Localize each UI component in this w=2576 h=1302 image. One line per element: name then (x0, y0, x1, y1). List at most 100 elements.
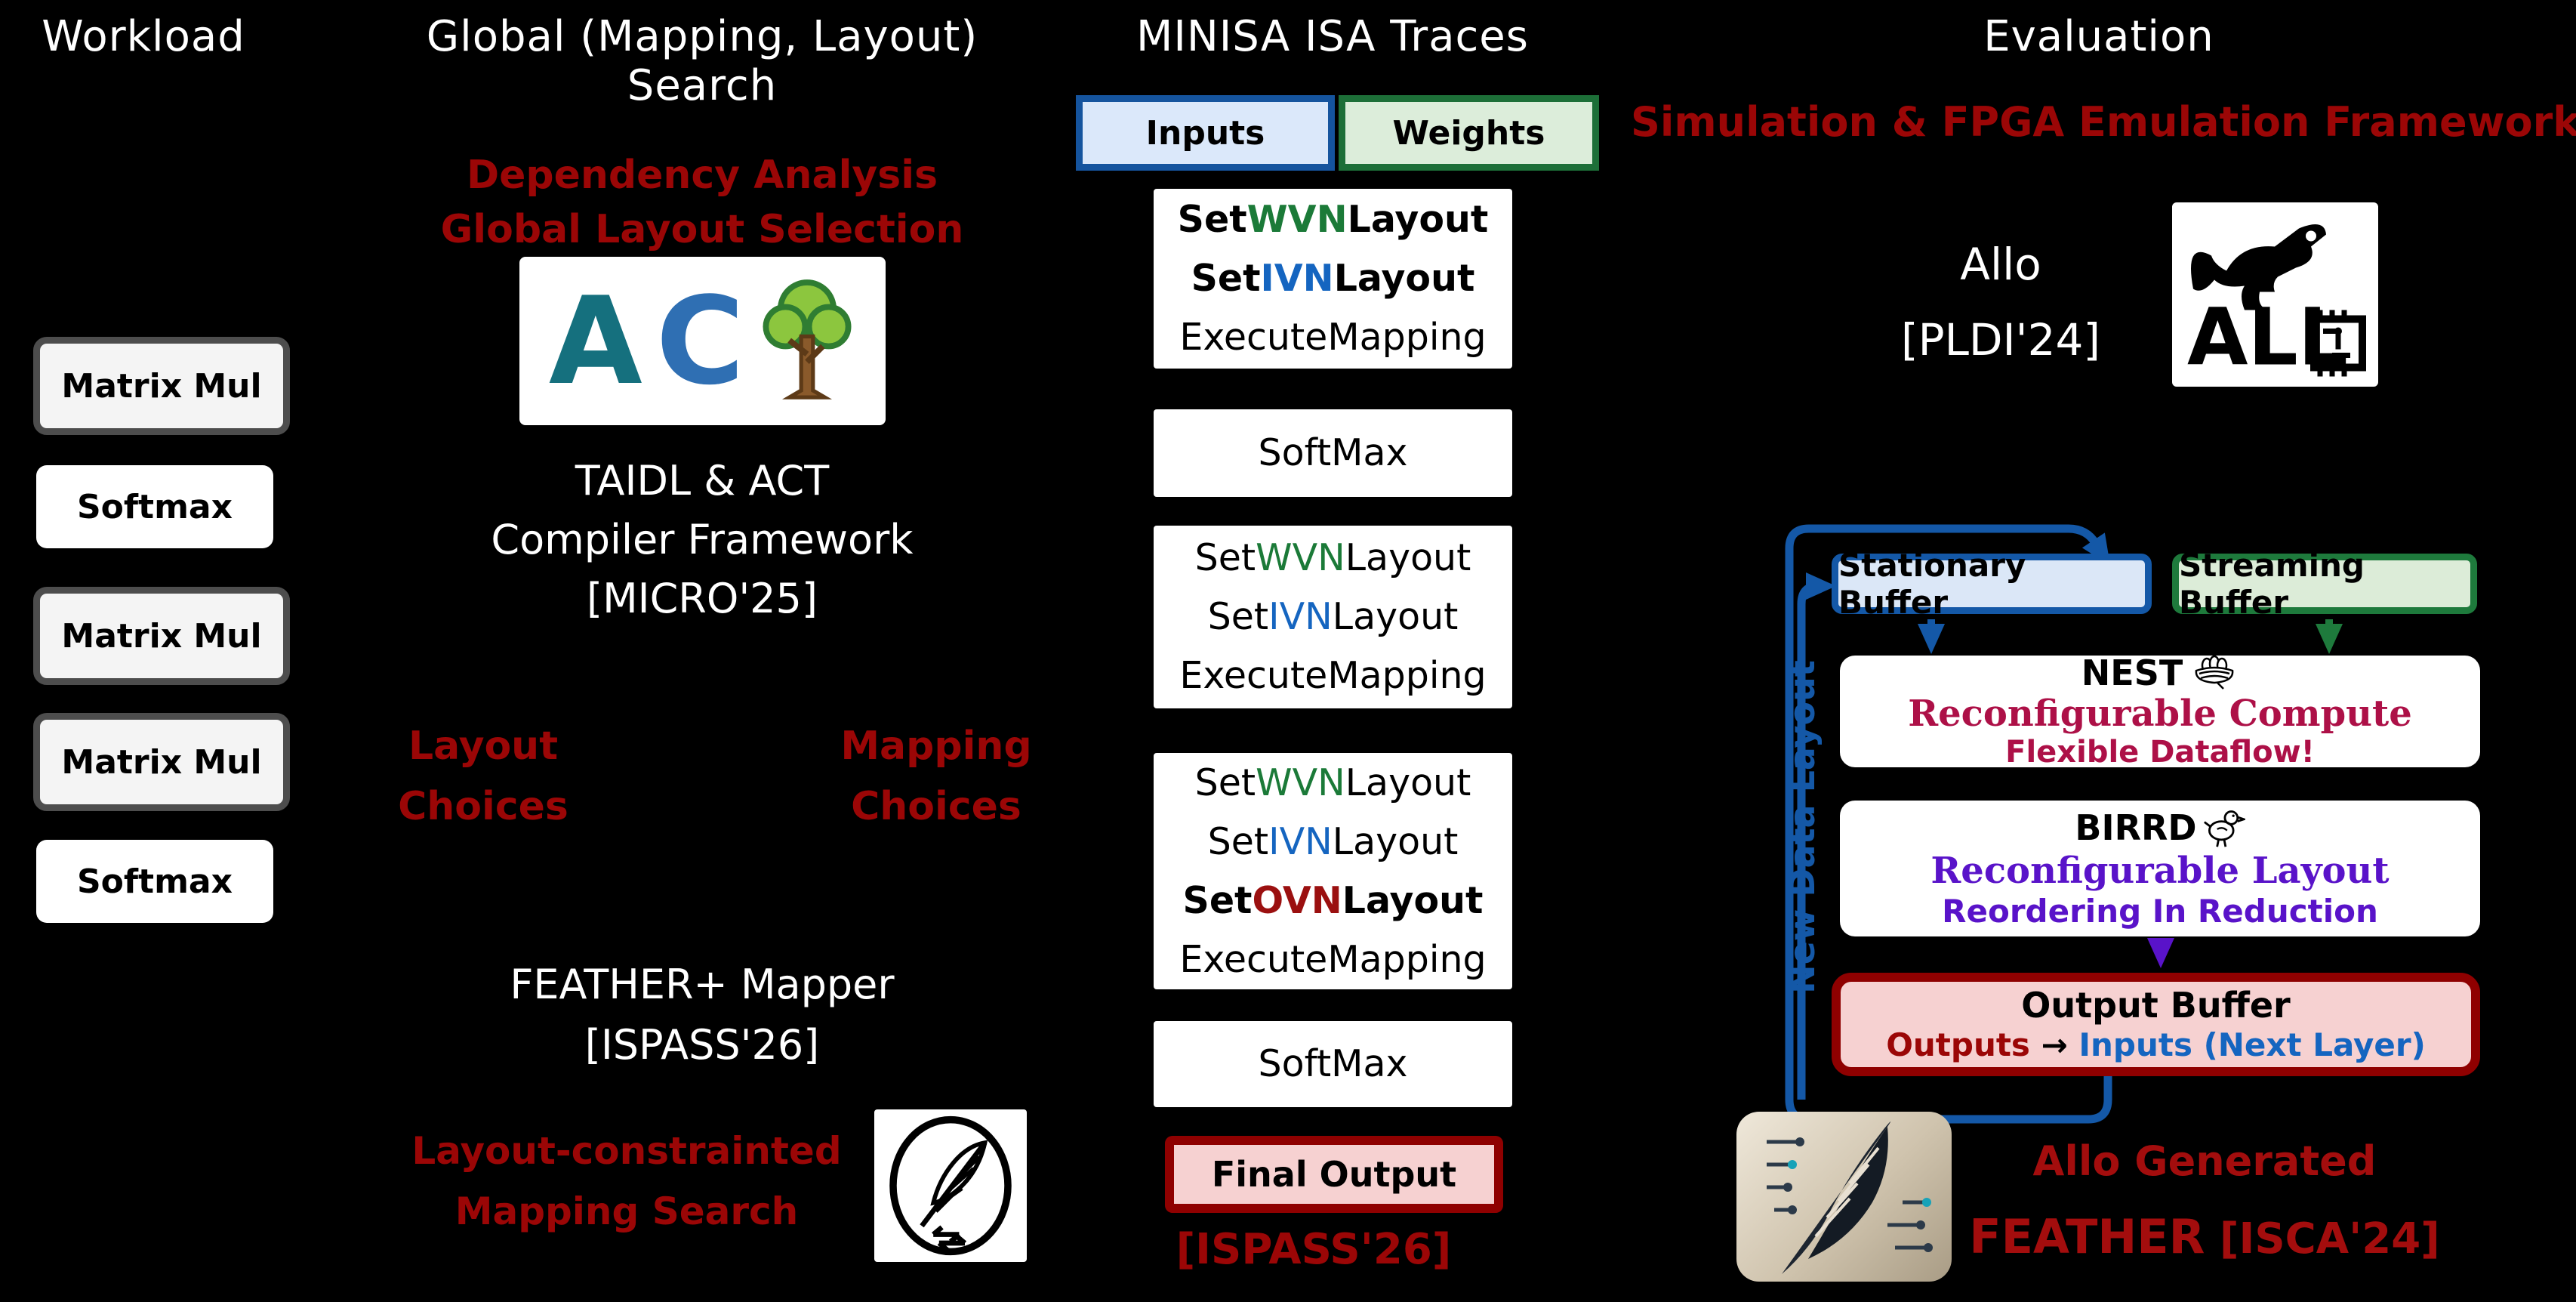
footer-isca-word: [ISCA'24] (2205, 1214, 2440, 1263)
streaming-buffer-label: Streaming Buffer (2179, 547, 2365, 621)
loop-to-stationary-arrow (1797, 572, 1836, 1100)
output-buffer-subtitle: Outputs → Inputs (Next Layer) (1886, 1026, 2426, 1065)
feather-mapper-icon (874, 1109, 1027, 1262)
workload-box-matrix-mul-3: Matrix Mul (33, 713, 290, 811)
evaluation-subtitle: Simulation & FPGA Emulation Framework (1631, 98, 2576, 146)
mapping-choices-line1: Mapping (840, 724, 1032, 769)
taidl-line1: TAIDL & ACT (575, 457, 830, 504)
final-output-box: Final Output (1165, 1136, 1503, 1213)
taidl-line3: [MICRO'25] (587, 575, 818, 622)
mapping-choices-text: Mapping Choices (815, 716, 1057, 837)
act-logo-gear-c-icon: C (655, 270, 745, 412)
trace-box-3: SetWVNLayout SetIVNLayout SetOVNLayout E… (1154, 753, 1512, 989)
act-logo-letter-a: A (548, 270, 642, 412)
nest-line1: Reconfigurable Compute (1908, 693, 2412, 735)
output-buffer-title: Output Buffer (2021, 984, 2291, 1026)
workload-box-label: Matrix Mul (61, 742, 262, 782)
workload-box-matrix-mul-1: Matrix Mul (33, 337, 290, 435)
workload-column-title: Workload (42, 12, 245, 61)
allo-line1: Allo (1960, 239, 2041, 290)
layout-choices-line1: Layout (408, 724, 559, 769)
allo-caption: Allo [PLDI'24] (1835, 227, 2167, 378)
feather-mapper-caption: FEATHER+ Mapper [ISPASS'26] (423, 955, 981, 1075)
feather-footer-caption: Allo Generated FEATHER [ISCA'24] (1963, 1137, 2446, 1275)
nest-icon (2195, 656, 2234, 690)
footer-line2: FEATHER [ISCA'24] (1963, 1211, 2446, 1275)
footer-line1: Allo Generated (2032, 1137, 2377, 1185)
workload-box-label: Softmax (76, 487, 233, 526)
trace2-line3: ExecuteMapping (1179, 654, 1487, 697)
stationary-buffer-label: Stationary Buffer (1838, 547, 2026, 621)
trace2-line2: SetIVNLayout (1207, 595, 1459, 638)
softmax2-label: SoftMax (1258, 1042, 1408, 1085)
softmax-box-2: SoftMax (1154, 1021, 1512, 1107)
workload-box-matrix-mul-2: Matrix Mul (33, 587, 290, 685)
dependency-line1: Dependency Analysis (466, 153, 938, 198)
bird-icon (2203, 810, 2245, 847)
inputs-box: Inputs (1076, 95, 1335, 171)
trace3-line1: SetWVNLayout (1194, 761, 1471, 804)
traces-column-title: MINISA ISA Traces (1136, 12, 1529, 61)
inputs-label: Inputs (1145, 113, 1265, 153)
trace3-line2: SetIVNLayout (1207, 819, 1459, 863)
feather-circle-icon (889, 1115, 1012, 1256)
weights-box: Weights (1339, 95, 1599, 171)
workload-box-label: Matrix Mul (61, 366, 262, 406)
loop-to-streaming-arrow (1785, 524, 2112, 1124)
trace3-line3: SetOVNLayout (1182, 878, 1484, 922)
workload-box-label: Matrix Mul (61, 616, 262, 656)
softmax-box-1: SoftMax (1154, 409, 1512, 497)
trace3-line4: ExecuteMapping (1179, 937, 1487, 981)
workload-box-label: Softmax (76, 862, 233, 901)
output-buffer-box: Output Buffer Outputs → Inputs (Next Lay… (1832, 973, 2480, 1076)
mapping-choices-line2: Choices (851, 784, 1021, 829)
taidl-act-caption: TAIDL & ACT Compiler Framework [MICRO'25… (423, 452, 981, 628)
layout-choices-line2: Choices (398, 784, 569, 829)
constraint-line2: Mapping Search (454, 1189, 799, 1233)
feedback-loop-arrows (1785, 524, 2343, 1124)
weights-label: Weights (1392, 113, 1545, 153)
birrd-title: BIRRD (2075, 807, 2197, 848)
mapper-line2: [ISPASS'26] (584, 1021, 820, 1069)
workload-box-softmax-2: Softmax (36, 840, 273, 923)
nest-title-row: NEST (2081, 653, 2239, 693)
streaming-buffer-box: Streaming Buffer (2172, 547, 2477, 621)
nest-title: NEST (2081, 653, 2183, 693)
evaluation-column-title: Evaluation (1983, 12, 2214, 61)
feather-chip-icon (1767, 1121, 1933, 1274)
softmax1-label: SoftMax (1258, 431, 1408, 474)
birrd-title-row: BIRRD (2075, 807, 2245, 849)
birrd-line2: Reordering In Reduction (1942, 893, 2378, 930)
taidl-line2: Compiler Framework (491, 516, 914, 563)
workload-box-softmax-1: Softmax (36, 465, 273, 548)
stationary-buffer-box: Stationary Buffer (1832, 547, 2152, 621)
birrd-line1: Reconfigurable Layout (1930, 850, 2390, 892)
allo-dino-icon: ALL (2187, 224, 2366, 380)
birrd-box: BIRRD Reconfigurable Layout Reordering I… (1840, 801, 2480, 936)
right-arrow-glyph: → (2041, 1026, 2068, 1063)
footer-feather-word: FEATHER (1969, 1209, 2205, 1264)
dependency-line2: Global Layout Selection (440, 207, 964, 252)
nest-box: NEST Reconfigurable Compute Flexible Dat… (1840, 653, 2480, 770)
inputs-next-layer-word: Inputs (Next Layer) (2078, 1026, 2426, 1063)
layout-choices-text: Layout Choices (362, 716, 604, 837)
search-column-title: Global (Mapping, Layout) Search (426, 12, 978, 110)
trace1-line3: ExecuteMapping (1179, 316, 1487, 359)
mapper-line1: FEATHER+ Mapper (510, 961, 895, 1008)
allo-logo: ALL (2172, 202, 2378, 387)
trace1-line1: SetWVNLayout (1177, 198, 1489, 241)
constraint-line1: Layout-constrainted (411, 1129, 842, 1173)
trace-box-1: SetWVNLayout SetIVNLayout ExecuteMapping (1154, 189, 1512, 369)
dependency-analysis-text: Dependency Analysis Global Layout Select… (423, 148, 981, 257)
feather-chip-logo (1736, 1112, 1952, 1282)
traces-citation: [ISPASS'26] (1176, 1225, 1452, 1274)
allo-line2: [PLDI'24] (1900, 314, 2101, 366)
new-data-layout-label: New Data Layout (1782, 660, 1823, 994)
outputs-word: Outputs (1886, 1026, 2030, 1063)
act-logo-tree-icon (763, 279, 852, 400)
trace-box-2: SetWVNLayout SetIVNLayout ExecuteMapping (1154, 526, 1512, 708)
trace1-line2: SetIVNLayout (1191, 257, 1475, 300)
nest-line2: Flexible Dataflow! (2005, 735, 2315, 770)
final-output-label: Final Output (1211, 1154, 1457, 1195)
